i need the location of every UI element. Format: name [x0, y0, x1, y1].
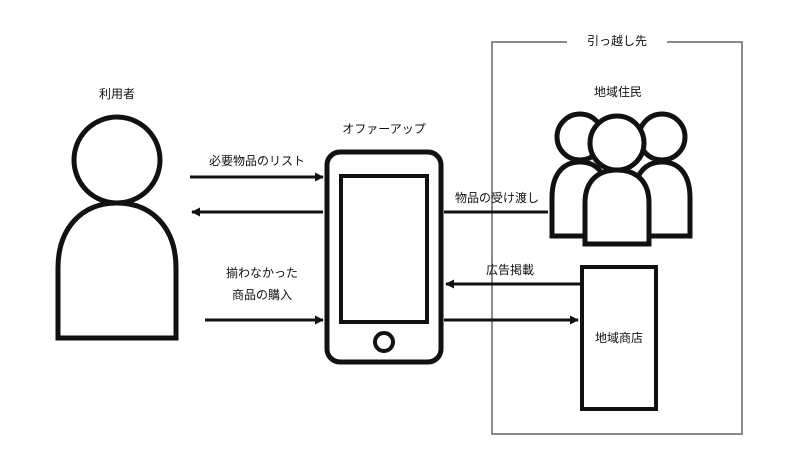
- smartphone-icon: [324, 149, 444, 365]
- arrow-handover-label: 物品の受け渡し: [454, 191, 539, 205]
- group-label: 引っ越し先: [567, 33, 667, 50]
- user-icon: [55, 114, 179, 341]
- shop-box: [580, 265, 658, 411]
- arrow-list-label: 必要物品のリスト: [208, 154, 305, 168]
- arrow-purchase-label-line1: 揃わなかった: [225, 266, 298, 280]
- app-label: オファーアップ: [342, 122, 426, 136]
- arrow-ad-label: 広告掲載: [485, 263, 534, 277]
- arrow-purchase-label-line2: 商品の購入: [231, 288, 292, 302]
- residents-icon: [549, 111, 693, 247]
- shop-label: 地域商店: [594, 331, 643, 345]
- residents-label: 地域住民: [593, 85, 642, 99]
- user-label: 利用者: [98, 87, 135, 101]
